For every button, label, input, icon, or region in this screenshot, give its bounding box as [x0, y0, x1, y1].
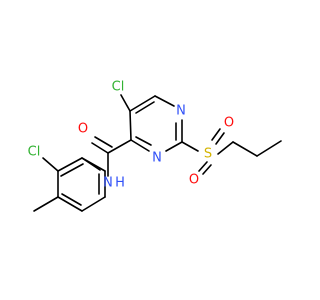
bond-s-o-bottom-double — [202, 164, 212, 175]
bond-aryl-3-double — [61, 193, 82, 206]
bond-carbonyl-c-o — [91, 142, 109, 154]
bond-ch2-ch3 — [256, 140, 282, 157]
atom-labels: Cl N O N S O O Cl N H — [28, 80, 234, 191]
bond-aryl-1 — [57, 157, 83, 172]
oxygen-carbonyl-label: O — [78, 122, 88, 137]
bond-n3-c4-double — [135, 136, 152, 146]
bond-aryl-3 — [57, 196, 83, 212]
nitrogen-ring-label-top: N — [176, 104, 186, 119]
bond-s-o-top — [211, 128, 221, 141]
chlorine-label-top: Cl — [112, 80, 125, 95]
bond-c4-c5 — [129, 110, 132, 141]
oxygen-sulfonyl-top-label: O — [224, 116, 234, 131]
bond-c5-c6-double — [135, 101, 155, 114]
molecule-diagram: Cl N O N S O O Cl N H — [28, 80, 282, 212]
bond-aryl-4 — [81, 196, 106, 212]
bond-c6-n1 — [154, 95, 175, 107]
bond-aryl-6 — [81, 157, 106, 172]
nitrogen-ring-label-bottom: N — [152, 151, 162, 166]
bond-s-o-top-double — [215, 132, 225, 145]
bond-group — [33, 94, 282, 212]
amide-hydrogen-label: H — [115, 176, 125, 191]
bond-cl-c5 — [120, 94, 131, 112]
bond-s-ch2 — [217, 141, 234, 155]
bond-carbonyl-c-o-double — [94, 136, 113, 148]
bond-c4-carbonyl-carbon — [107, 139, 132, 154]
bond-n3-c4 — [130, 139, 150, 152]
bond-c2-n3 — [165, 141, 183, 152]
bond-aryl-methyl — [33, 196, 59, 212]
chemical-structure-canvas: Cl N O N S O O Cl N H — [27, 79, 282, 212]
chlorine-aryl-label: Cl — [28, 145, 41, 160]
oxygen-sulfonyl-bottom-label: O — [189, 173, 199, 188]
sulfur-label: S — [204, 147, 212, 162]
bond-c5-c6 — [129, 95, 156, 112]
bond-aryl-1-double — [60, 163, 84, 177]
bond-s-o-bottom — [198, 161, 208, 172]
bond-c2-s — [181, 141, 199, 152]
amide-nitrogen-label: N — [103, 176, 113, 191]
bond-aryl-cl — [42, 157, 59, 172]
bond-ch2-ch2 — [232, 141, 258, 157]
